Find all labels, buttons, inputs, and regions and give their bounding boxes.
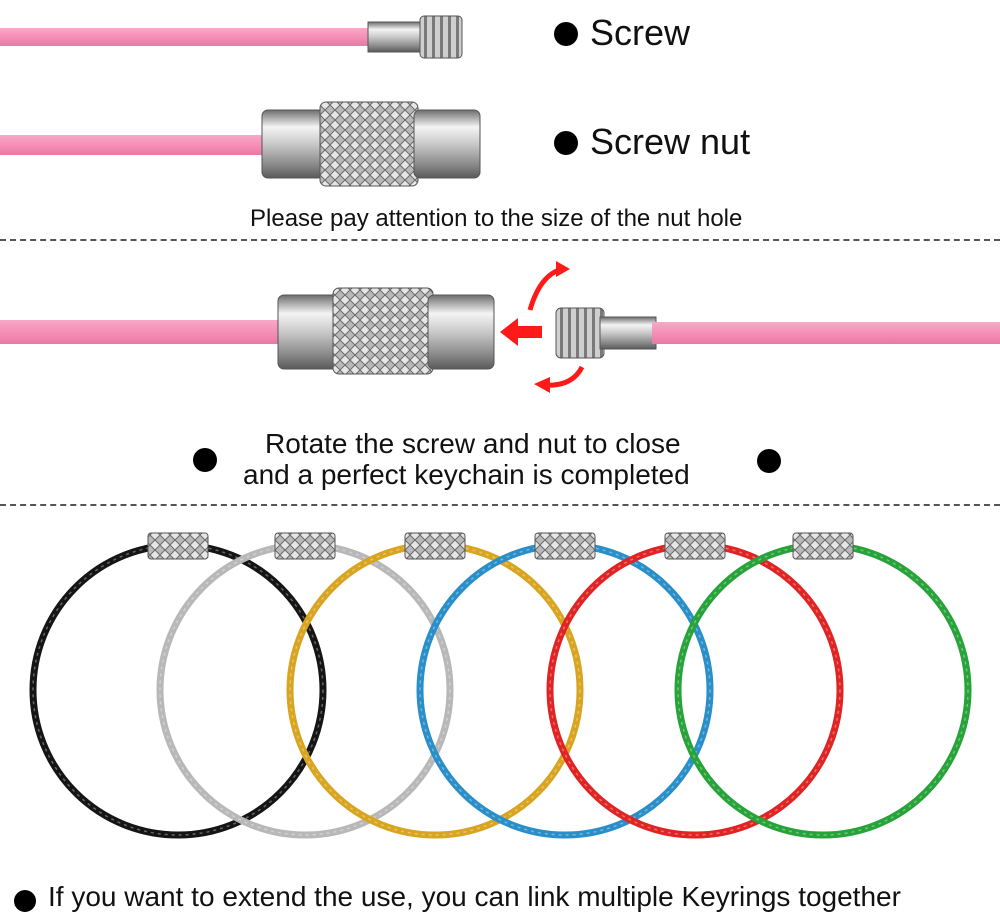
keyrings-illustration <box>29 532 972 839</box>
assembly-illustration <box>0 261 1000 393</box>
bullet-dot <box>757 449 781 473</box>
green-ring <box>674 532 972 839</box>
blue-ring <box>416 532 714 839</box>
extend-note: If you want to extend the use, you can l… <box>48 881 901 912</box>
screw-thread <box>555 307 605 359</box>
bullet-dot <box>554 131 578 155</box>
rotate-note-line2: and a perfect keychain is completed <box>243 459 690 490</box>
screw-illustration <box>0 15 463 59</box>
nut-knurled-body <box>319 101 419 187</box>
ring-nut <box>534 532 596 560</box>
pink-cable <box>0 28 380 46</box>
section-divider <box>0 239 1000 241</box>
ring-nut <box>404 532 466 560</box>
screw-nut-illustration <box>0 101 481 187</box>
screw-collar <box>367 21 423 53</box>
silver-ring <box>156 532 454 839</box>
black-ring <box>29 532 327 839</box>
nut-hole-note: Please pay attention to the size of the … <box>250 205 743 232</box>
section-divider <box>0 504 1000 506</box>
red-ring <box>546 532 844 839</box>
screw-label: Screw <box>590 12 691 53</box>
rotate-note-line1: Rotate the screw and nut to close <box>265 428 681 459</box>
bullet-dot <box>193 448 217 472</box>
left-arrow-icon <box>500 318 542 346</box>
pink-cable <box>0 135 270 155</box>
ring-nut <box>147 532 209 560</box>
ring-nut <box>792 532 854 560</box>
ring-nut <box>274 532 336 560</box>
ring-nut <box>664 532 726 560</box>
bullet-dot <box>14 890 36 912</box>
nut-left-cap <box>277 294 339 370</box>
nut-knurled-body <box>332 287 434 375</box>
screw-collar <box>599 316 657 350</box>
gold-ring <box>286 532 584 839</box>
bullet-dot <box>554 22 578 46</box>
pink-cable <box>652 322 1000 344</box>
nut-right-cap <box>427 294 495 370</box>
pink-cable <box>0 320 290 344</box>
screw-nut-label: Screw nut <box>590 121 751 162</box>
nut-left-cap <box>261 109 325 179</box>
nut-right-cap <box>413 109 481 179</box>
screw-thread <box>419 15 463 59</box>
